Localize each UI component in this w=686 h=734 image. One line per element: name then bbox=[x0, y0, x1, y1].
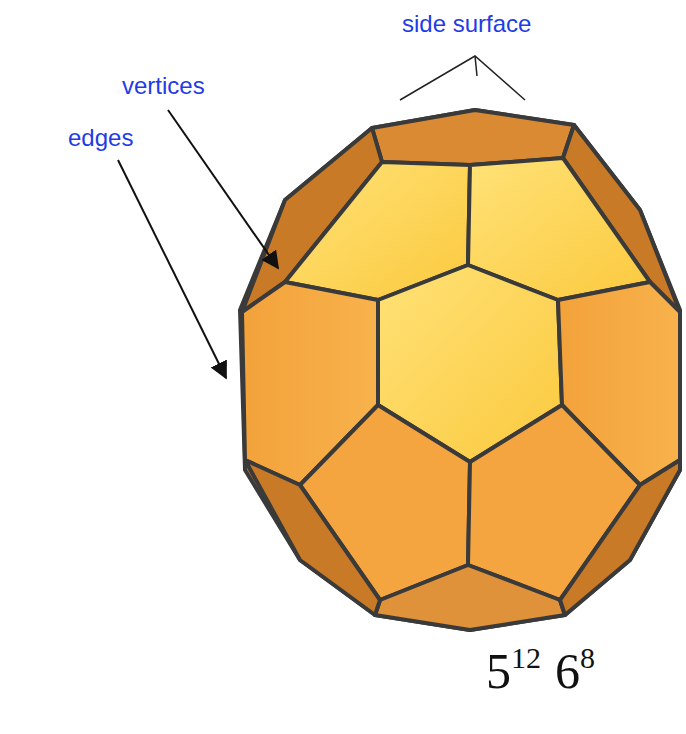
surface-label: side surface bbox=[402, 10, 531, 39]
face-count-exponent: 8 bbox=[580, 641, 595, 674]
surface-bracket bbox=[400, 56, 525, 100]
face-count-exponent: 12 bbox=[511, 641, 541, 674]
face-count-base: 5 bbox=[486, 643, 511, 699]
edges-label: edges bbox=[68, 124, 133, 153]
vertices-label: vertices bbox=[122, 72, 205, 101]
polyhedron bbox=[240, 110, 680, 630]
edges-leader bbox=[118, 160, 226, 378]
cage-formula: 51268 bbox=[486, 646, 595, 696]
vertices-leader bbox=[168, 110, 278, 268]
face-count-base: 6 bbox=[555, 643, 580, 699]
